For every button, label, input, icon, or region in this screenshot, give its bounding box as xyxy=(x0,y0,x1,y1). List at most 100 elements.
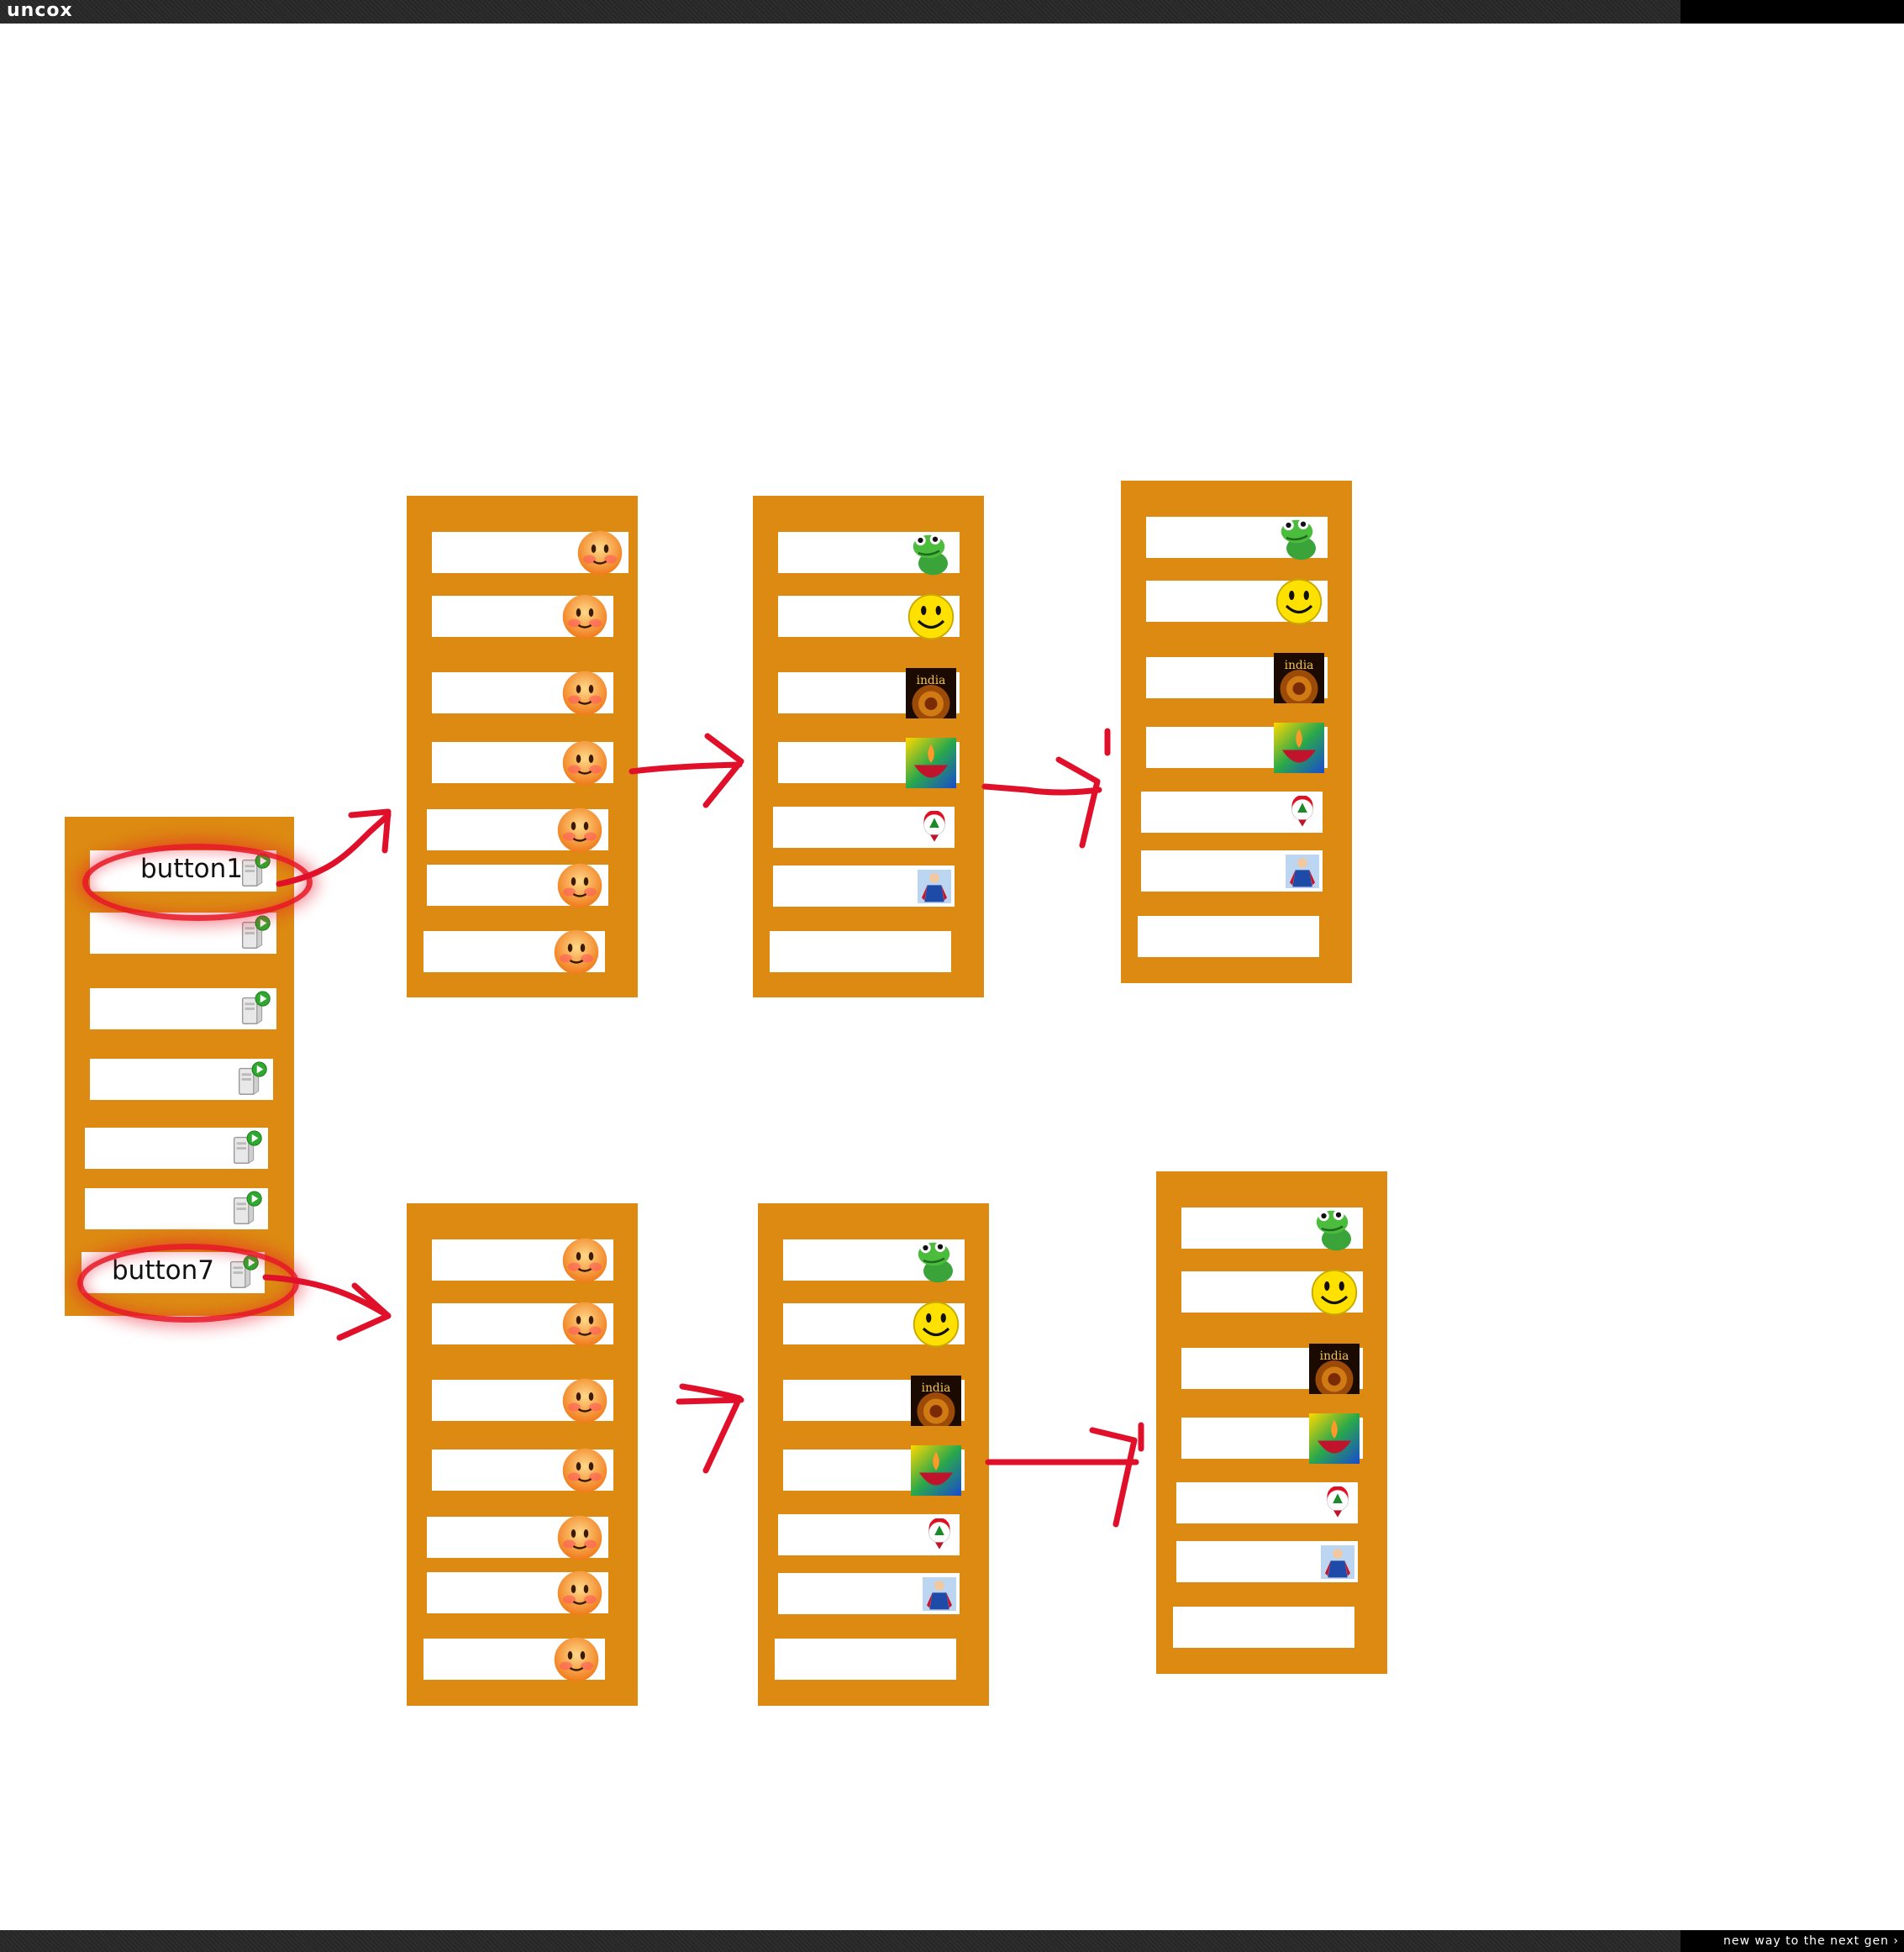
blush-smiley-icon xyxy=(560,1299,610,1354)
server-play-icon xyxy=(236,914,275,957)
button1-highlight xyxy=(82,844,313,921)
list-item xyxy=(1146,723,1328,773)
bottom-list-panel-1 xyxy=(407,1203,638,1706)
blush-smiley-icon xyxy=(555,1568,605,1623)
list-item xyxy=(432,1238,613,1283)
bottom-bar: new way to the next gen › xyxy=(0,1930,1904,1952)
top-list-panel-2: india xyxy=(753,496,984,997)
green-frog-icon xyxy=(906,528,956,582)
tagline: new way to the next gen › xyxy=(1723,1934,1899,1948)
blush-smiley-icon xyxy=(555,805,605,860)
bottom-list-panel-3: india xyxy=(1156,1171,1387,1674)
list-item xyxy=(1176,1541,1358,1582)
list-item xyxy=(783,1445,965,1496)
list-item xyxy=(423,929,605,975)
arrow-button1-to-list xyxy=(276,808,392,887)
superhero-icon xyxy=(1321,1545,1354,1583)
list-button-row[interactable] xyxy=(90,988,276,1029)
yellow-smiley-icon xyxy=(1274,576,1324,631)
green-frog-icon xyxy=(1274,513,1324,567)
blush-smiley-icon xyxy=(575,528,625,582)
list-item xyxy=(1141,850,1323,892)
list-item xyxy=(783,1301,965,1348)
list-item xyxy=(432,1378,613,1423)
list-button-row[interactable] xyxy=(90,1059,273,1100)
list-item: india xyxy=(1181,1344,1363,1398)
top-bar: uncox xyxy=(0,0,1904,24)
app-logo: uncox xyxy=(7,0,73,21)
list-item xyxy=(773,866,955,907)
list-item xyxy=(1138,916,1319,957)
list-item: india xyxy=(778,668,960,723)
svg-text:india: india xyxy=(1320,1350,1349,1363)
blush-smiley-icon xyxy=(560,668,610,723)
blush-smiley-icon xyxy=(560,592,610,646)
list-item xyxy=(778,593,960,640)
blush-smiley-icon xyxy=(551,1634,602,1689)
list-item xyxy=(778,532,960,576)
diya-lamp-icon xyxy=(906,738,956,792)
india-mandala-icon: india xyxy=(1309,1344,1360,1398)
arrow-button7-to-list xyxy=(262,1274,392,1341)
svg-text:india: india xyxy=(1285,659,1314,672)
list-item xyxy=(1173,1607,1354,1648)
india-mandala-icon: india xyxy=(911,1376,961,1430)
superhero-icon xyxy=(923,1577,956,1615)
yellow-smiley-icon xyxy=(906,592,956,646)
list-item xyxy=(783,1239,965,1283)
list-item xyxy=(432,1448,613,1493)
lebanon-flag-pin-icon xyxy=(918,810,951,849)
list-item xyxy=(1146,578,1328,625)
list-item xyxy=(773,807,955,848)
list-item xyxy=(432,740,613,786)
india-mandala-icon: india xyxy=(1274,653,1324,708)
server-play-icon xyxy=(228,1129,266,1172)
list-item xyxy=(778,738,960,788)
diya-lamp-icon xyxy=(911,1445,961,1500)
list-item xyxy=(432,1302,613,1347)
list-item xyxy=(1176,1482,1358,1523)
list-item xyxy=(778,1573,960,1614)
diya-lamp-icon xyxy=(1309,1413,1360,1468)
blush-smiley-icon xyxy=(560,1445,610,1500)
list-item: india xyxy=(783,1376,965,1430)
list-item xyxy=(1181,1208,1363,1251)
server-play-icon xyxy=(228,1190,266,1233)
superhero-icon xyxy=(918,870,951,908)
list-item xyxy=(432,594,613,639)
top-list-panel-3: india xyxy=(1121,481,1352,983)
list-item xyxy=(427,1571,608,1616)
arrow-bottom-list-to-list-1 xyxy=(676,1383,744,1474)
list-item xyxy=(427,863,608,908)
list-button-row[interactable] xyxy=(85,1188,268,1229)
bottom-bar-corner: new way to the next gen › xyxy=(1680,1930,1904,1952)
yellow-smiley-icon xyxy=(911,1299,961,1354)
blush-smiley-icon xyxy=(560,1235,610,1290)
india-mandala-icon: india xyxy=(906,668,956,723)
list-item xyxy=(1146,517,1328,560)
list-item xyxy=(1181,1413,1363,1464)
server-play-icon xyxy=(236,990,275,1033)
list-item xyxy=(1141,792,1323,833)
list-button-row[interactable] xyxy=(85,1128,268,1169)
list-item xyxy=(1181,1269,1363,1316)
svg-text:india: india xyxy=(922,1381,951,1395)
list-item xyxy=(770,931,951,972)
lebanon-flag-pin-icon xyxy=(1321,1486,1354,1524)
yellow-smiley-icon xyxy=(1309,1267,1360,1322)
svg-text:india: india xyxy=(917,674,946,687)
list-item xyxy=(432,530,629,576)
lebanon-flag-pin-icon xyxy=(923,1518,956,1556)
list-item xyxy=(427,1515,608,1560)
list-item xyxy=(427,808,608,853)
arrow-bottom-list-to-list-2 xyxy=(985,1427,1139,1528)
diya-lamp-icon xyxy=(1274,723,1324,777)
green-frog-icon xyxy=(1309,1203,1360,1258)
list-item xyxy=(432,671,613,716)
arrow-top-list-to-list-2 xyxy=(981,756,1102,849)
top-bar-corner xyxy=(1680,0,1904,24)
server-play-icon xyxy=(233,1060,271,1103)
list-item xyxy=(423,1637,605,1682)
blush-smiley-icon xyxy=(555,1513,605,1567)
